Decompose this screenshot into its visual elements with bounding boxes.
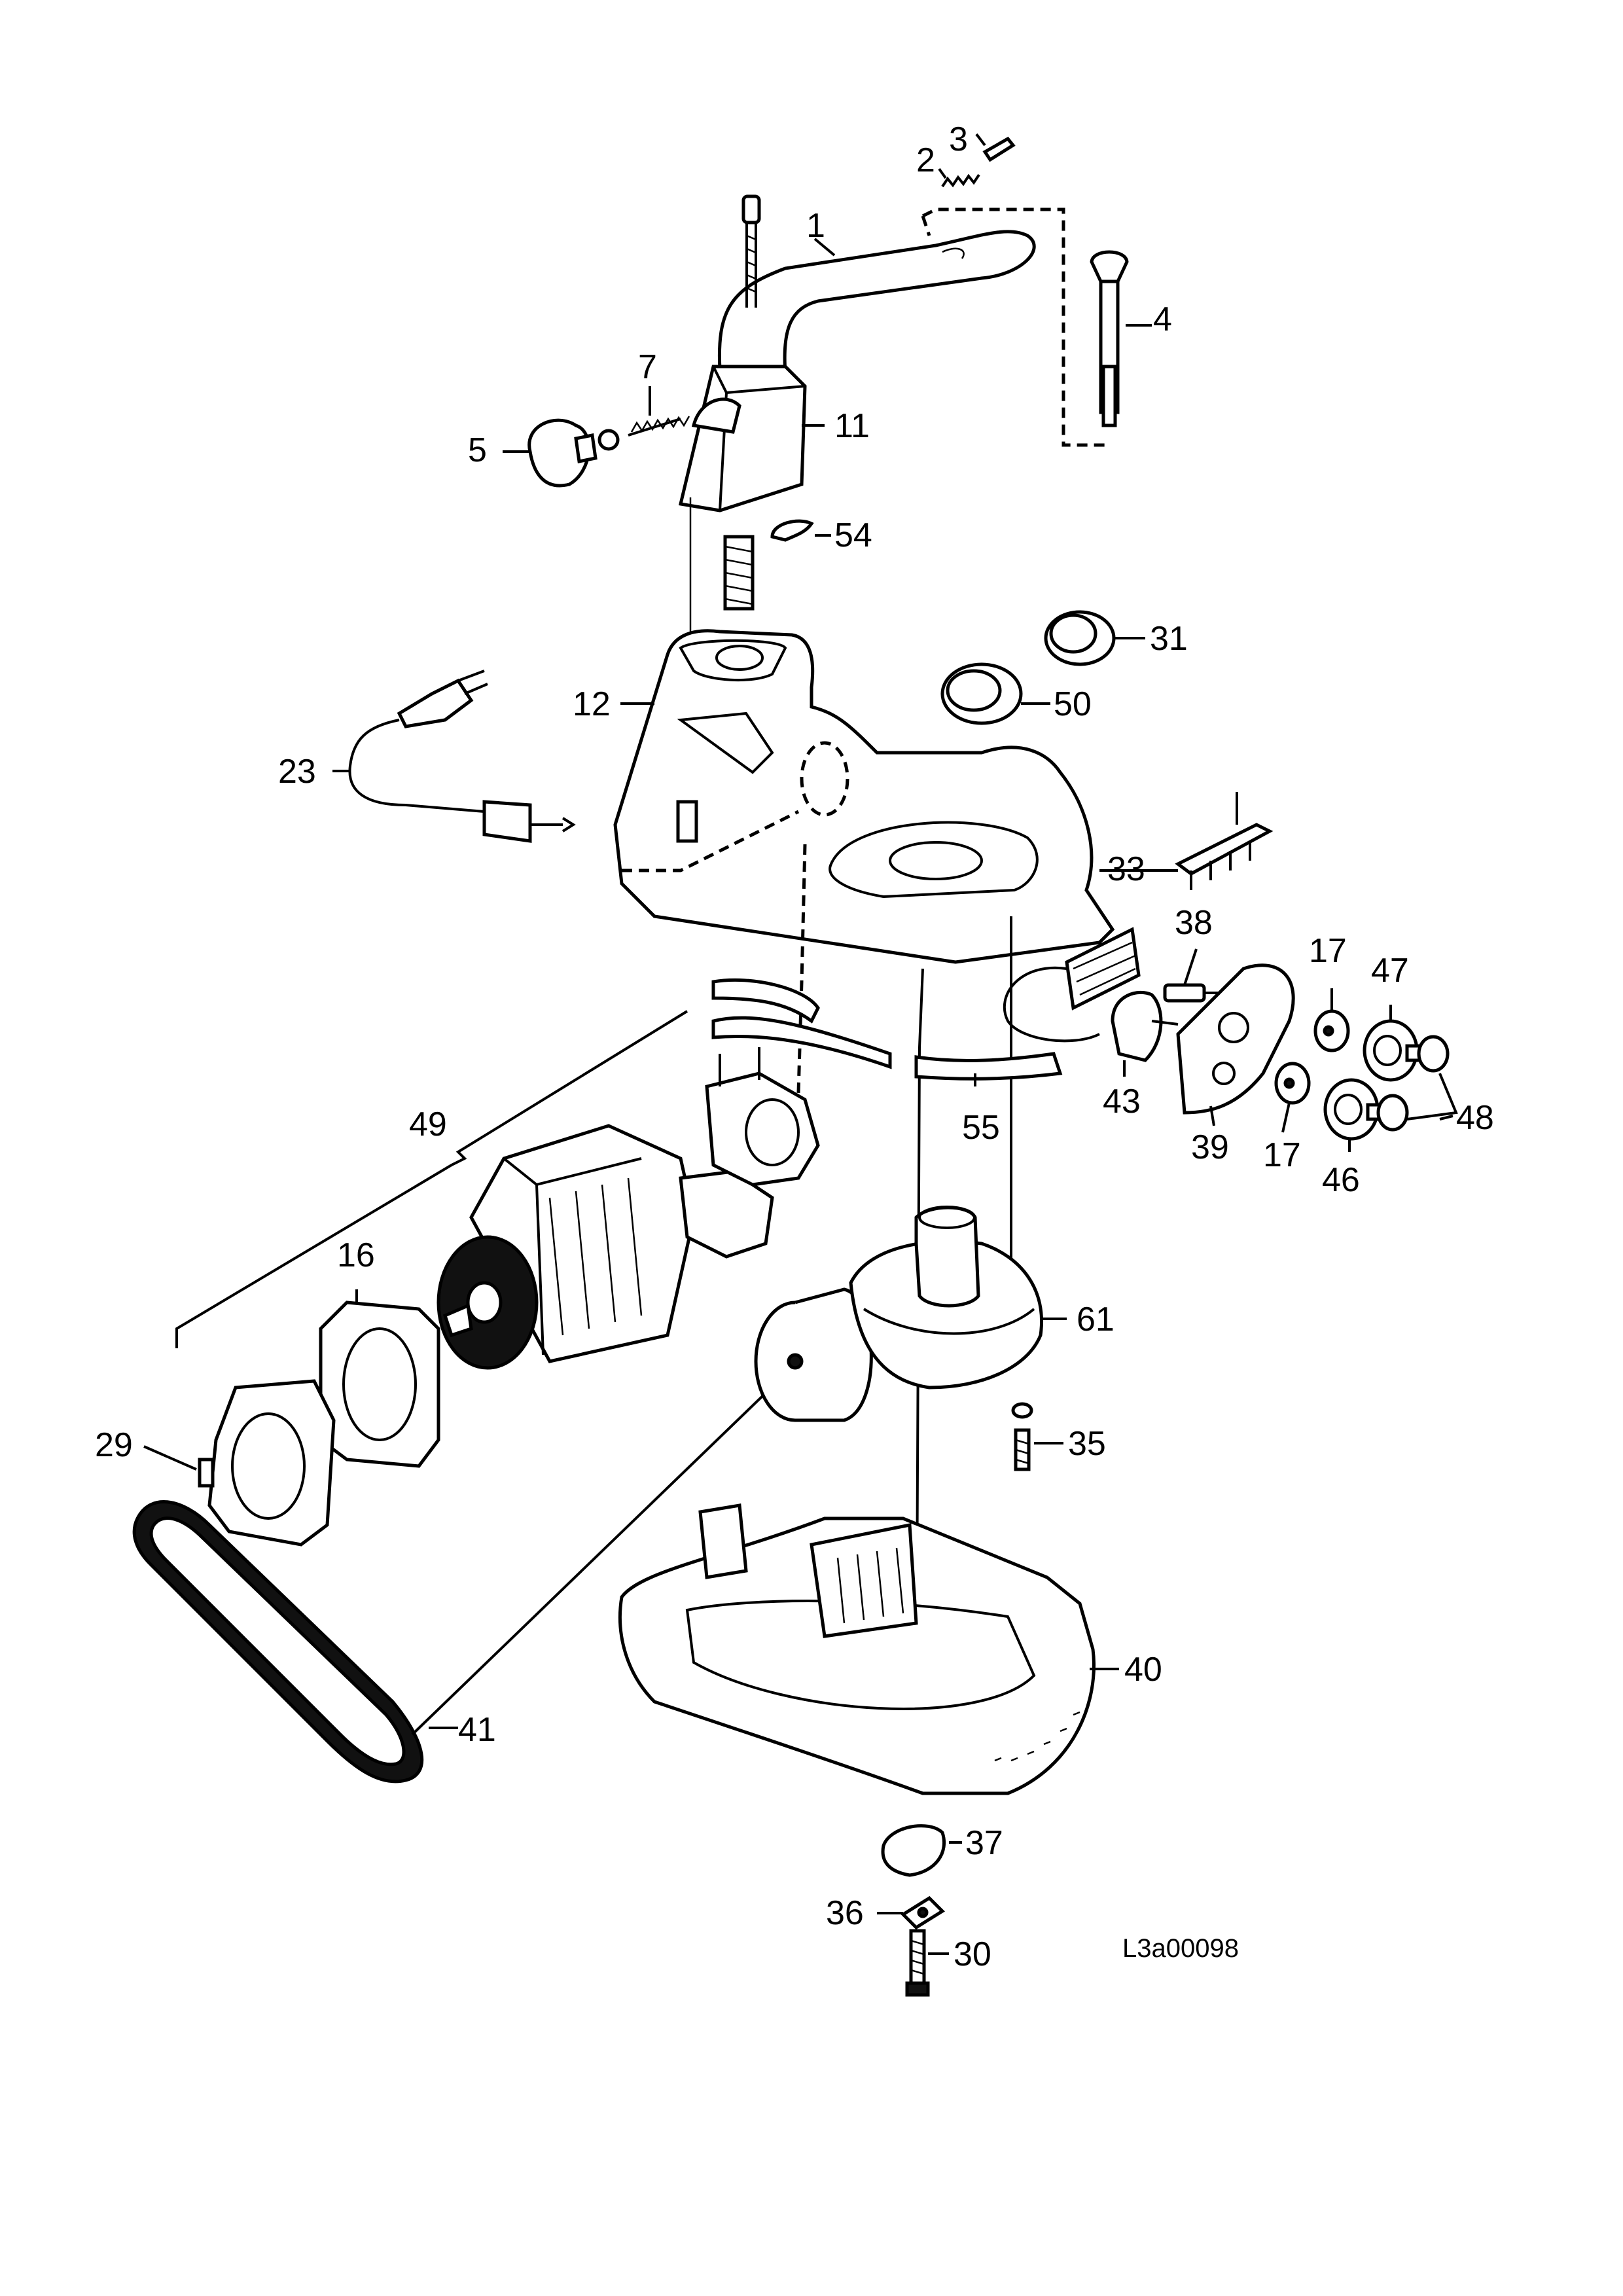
part-fan-61 bbox=[849, 1206, 1043, 1390]
drawing-code: L3a00098 bbox=[1122, 1934, 1239, 1963]
part-control-panel-39 bbox=[1176, 963, 1295, 1115]
part-pulley bbox=[754, 1287, 873, 1422]
part-hose-55 bbox=[711, 978, 1063, 1081]
callout-5: 5 bbox=[468, 431, 487, 469]
callout-11: 11 bbox=[834, 407, 870, 445]
part-knob-46 bbox=[1323, 1078, 1380, 1141]
callout-33: 33 bbox=[1107, 850, 1145, 888]
part-handle-lever-1 bbox=[717, 230, 1036, 375]
part-clip-54 bbox=[770, 519, 814, 542]
part-motor-49 bbox=[437, 1047, 820, 1370]
callout-41: 41 bbox=[458, 1711, 496, 1749]
part-washer-17-a bbox=[1313, 1009, 1350, 1052]
part-ring-50 bbox=[940, 662, 1023, 725]
callout-3: 3 bbox=[949, 120, 968, 158]
callout-31: 31 bbox=[1150, 620, 1188, 658]
callout-37: 37 bbox=[965, 1824, 1003, 1862]
callout-36: 36 bbox=[826, 1894, 864, 1932]
part-mount-plate-29 bbox=[198, 1379, 336, 1547]
callout-55: 55 bbox=[962, 1109, 1000, 1147]
callout-29: 29 bbox=[95, 1426, 133, 1464]
callout-4: 4 bbox=[1153, 300, 1172, 338]
part-washer-17-b bbox=[1274, 1062, 1311, 1105]
callout-39: 39 bbox=[1191, 1128, 1229, 1166]
callout-38: 38 bbox=[1175, 904, 1213, 942]
part-base-plate-40 bbox=[618, 1503, 1096, 1795]
part-wiring-board-33 bbox=[1003, 927, 1141, 1043]
callout-17-a: 17 bbox=[1309, 932, 1347, 970]
part-screw-30 bbox=[905, 1929, 930, 1997]
callout-46: 46 bbox=[1322, 1161, 1360, 1199]
part-grommet-31 bbox=[1044, 610, 1116, 666]
callout-labels: 1 2 3 4 5 7 11 54 31 50 12 23 33 38 17 4… bbox=[95, 120, 1494, 1973]
callout-30: 30 bbox=[954, 1935, 991, 1973]
guide-line-center bbox=[915, 968, 924, 1748]
bracket-49 bbox=[175, 1010, 688, 1348]
callout-43: 43 bbox=[1103, 1083, 1141, 1121]
callout-40: 40 bbox=[1124, 1651, 1162, 1689]
dashed-link-spring bbox=[921, 215, 931, 236]
part-cap-48-a bbox=[1405, 1035, 1450, 1073]
part-cap-48-b bbox=[1366, 1094, 1409, 1132]
dashed-link-housing-motor bbox=[796, 844, 807, 1094]
guide-line-belt-pulley bbox=[411, 1360, 800, 1736]
callout-54: 54 bbox=[834, 516, 872, 554]
callout-49: 49 bbox=[409, 1105, 447, 1143]
part-knob-5 bbox=[527, 418, 597, 488]
callout-7: 7 bbox=[638, 348, 657, 386]
part-power-cord-23 bbox=[348, 670, 576, 843]
part-screw-top bbox=[741, 194, 761, 308]
callout-17-b: 17 bbox=[1263, 1136, 1301, 1174]
part-bar-clip bbox=[1175, 792, 1274, 890]
callout-12: 12 bbox=[573, 685, 611, 723]
dashed-link-lever-bolt bbox=[921, 207, 1106, 447]
part-bolt-4 bbox=[1090, 250, 1129, 427]
callout-35: 35 bbox=[1068, 1425, 1106, 1463]
part-lever-block-11 bbox=[678, 365, 807, 512]
callout-2: 2 bbox=[916, 141, 935, 179]
callout-47: 47 bbox=[1371, 952, 1409, 990]
callout-16: 16 bbox=[337, 1236, 375, 1274]
part-screw-35 bbox=[1011, 1402, 1033, 1471]
part-switch-43 bbox=[1111, 990, 1179, 1062]
callout-23: 23 bbox=[278, 753, 316, 791]
part-foot-37 bbox=[881, 1824, 946, 1877]
callout-48: 48 bbox=[1456, 1099, 1494, 1137]
part-pin-3 bbox=[982, 136, 1016, 162]
part-housing-12 bbox=[613, 629, 1115, 964]
part-belt-41 bbox=[132, 1500, 424, 1784]
part-washer-36 bbox=[901, 1895, 945, 1930]
part-gasket-16 bbox=[319, 1300, 440, 1468]
callout-50: 50 bbox=[1054, 685, 1092, 723]
callout-1: 1 bbox=[806, 207, 825, 245]
callout-61: 61 bbox=[1077, 1300, 1115, 1338]
leader-lines bbox=[143, 133, 1458, 1955]
part-spring-2 bbox=[941, 173, 980, 188]
part-spring-vertical bbox=[723, 535, 755, 611]
part-spring-rod-7 bbox=[597, 416, 690, 451]
